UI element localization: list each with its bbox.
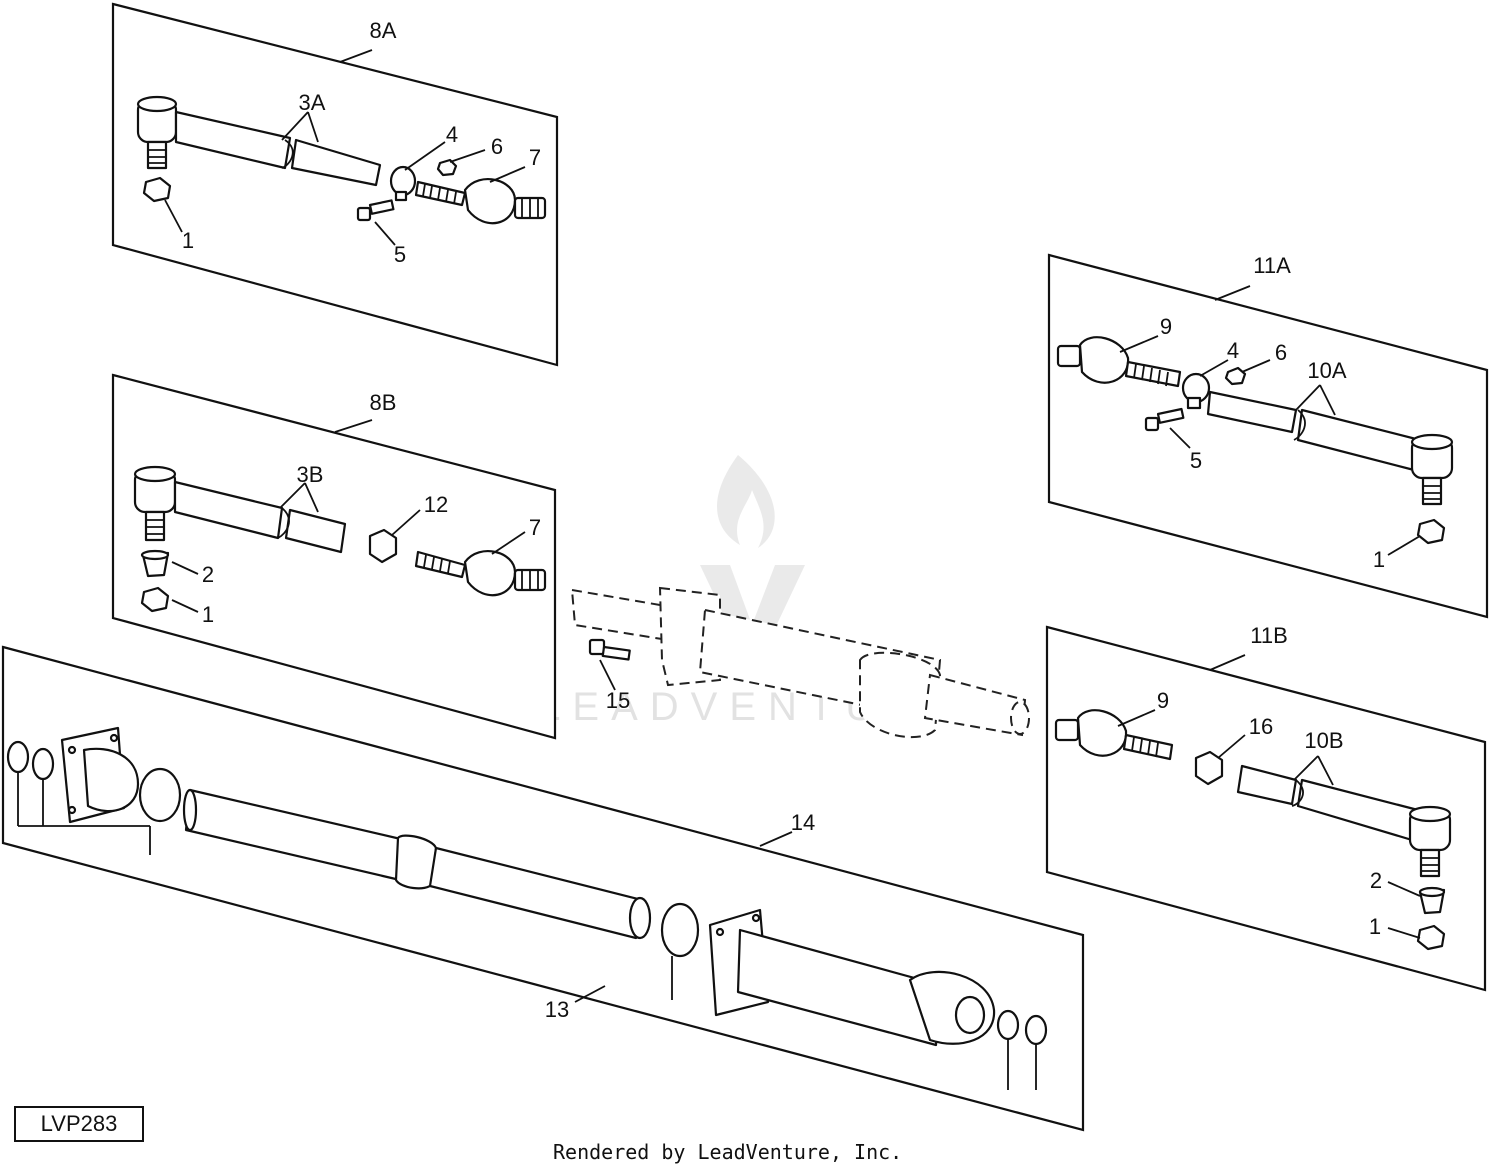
callout-2: 2 bbox=[202, 562, 214, 587]
tube-3B bbox=[173, 480, 347, 554]
tie-rod-end-9b bbox=[1054, 709, 1174, 761]
plate-8B bbox=[111, 373, 557, 740]
assembly-8B: 8B 3B 12 7 2 1 bbox=[111, 373, 557, 740]
callout-7: 7 bbox=[529, 145, 541, 170]
callout-5b: 5 bbox=[1190, 448, 1202, 473]
callout-8A: 8A bbox=[370, 18, 397, 43]
callout-7b: 7 bbox=[529, 515, 541, 540]
o-ring-large-right bbox=[660, 902, 700, 958]
barrel bbox=[708, 908, 996, 1047]
callout-9: 9 bbox=[1160, 314, 1172, 339]
callout-11A: 11A bbox=[1253, 253, 1291, 278]
callout-6: 6 bbox=[491, 134, 503, 159]
callout-16: 16 bbox=[1249, 714, 1273, 739]
footer-credit: Rendered by LeadVenture, Inc. bbox=[553, 1140, 903, 1164]
piston-rod bbox=[182, 788, 652, 940]
o-rings-left bbox=[6, 740, 151, 855]
reference-code-box: LVP283 bbox=[14, 1106, 144, 1142]
axle-housing-ghost bbox=[570, 586, 1030, 739]
assembly-8A: 8A 3A 4 6 7 1 5 bbox=[111, 2, 559, 367]
callout-6b: 6 bbox=[1275, 340, 1287, 365]
callout-3A: 3A bbox=[299, 90, 326, 115]
callout-1b: 1 bbox=[202, 602, 214, 627]
nut-16 bbox=[1194, 750, 1224, 786]
inner-tie-rod-7 bbox=[414, 178, 547, 225]
callout-8B: 8B bbox=[370, 390, 397, 415]
clamp-4b bbox=[1181, 372, 1211, 410]
assembly-11A: 11A 9 4 6 10A 5 1 bbox=[1047, 253, 1489, 619]
tie-rod-end-8B bbox=[133, 465, 177, 542]
cone-washer-2c bbox=[1418, 886, 1446, 915]
callout-15: 15 bbox=[606, 688, 630, 713]
bolt-5 bbox=[356, 199, 395, 222]
callout-3B: 3B bbox=[297, 462, 324, 487]
tie-rod-end-8A bbox=[136, 95, 178, 170]
nut-1d bbox=[1416, 924, 1446, 951]
nut-6 bbox=[436, 158, 458, 177]
callout-14: 14 bbox=[791, 810, 815, 835]
plate-11B bbox=[1045, 625, 1487, 992]
bolt-15 bbox=[588, 638, 631, 661]
end-cap-left bbox=[60, 726, 140, 824]
callout-4b: 4 bbox=[1227, 338, 1239, 363]
callout-1: 1 bbox=[182, 228, 194, 253]
tie-rod-end-9a bbox=[1056, 336, 1182, 388]
callout-10B: 10B bbox=[1304, 728, 1343, 753]
callout-12: 12 bbox=[424, 492, 448, 517]
callout-1d: 1 bbox=[1369, 914, 1381, 939]
inner-tie-rod-7b bbox=[414, 550, 547, 597]
nut-6b bbox=[1224, 366, 1247, 386]
tie-rod-end-10A bbox=[1410, 433, 1454, 506]
o-ring-large-left bbox=[138, 767, 182, 823]
nut-12 bbox=[368, 528, 398, 564]
callout-2c: 2 bbox=[1370, 868, 1382, 893]
nut-1 bbox=[142, 176, 172, 203]
plate-11A bbox=[1047, 253, 1489, 619]
callout-10A: 10A bbox=[1307, 358, 1346, 383]
tie-rod-end-10B bbox=[1408, 805, 1452, 878]
assembly-14: 14 13 bbox=[1, 645, 1085, 1132]
callout-13: 13 bbox=[545, 997, 569, 1022]
nut-1b bbox=[140, 586, 170, 613]
callout-9b: 9 bbox=[1157, 688, 1169, 713]
nut-1c bbox=[1416, 518, 1446, 545]
callout-11B: 11B bbox=[1250, 623, 1288, 648]
plate-8A bbox=[111, 2, 559, 367]
tube-3A bbox=[174, 110, 382, 187]
callout-1c: 1 bbox=[1373, 547, 1385, 572]
assembly-11B: 11B 9 16 10B 2 1 bbox=[1045, 623, 1487, 992]
callout-5: 5 bbox=[394, 242, 406, 267]
bolt-5b bbox=[1144, 407, 1185, 432]
callout-4: 4 bbox=[446, 122, 458, 147]
cone-washer-2 bbox=[140, 549, 170, 578]
clamp-4 bbox=[389, 165, 417, 202]
o-rings-right bbox=[996, 1009, 1048, 1090]
